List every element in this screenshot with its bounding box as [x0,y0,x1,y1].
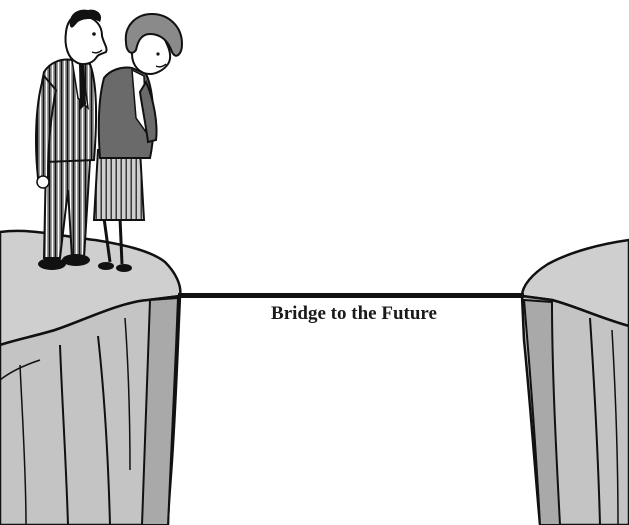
businesswoman-figure [92,12,184,272]
left-cliff [0,229,182,525]
bridge-label: Bridge to the Future [271,303,437,324]
bridge-plank [178,293,524,298]
right-cliff [520,238,629,525]
businessman-figure [35,9,108,270]
